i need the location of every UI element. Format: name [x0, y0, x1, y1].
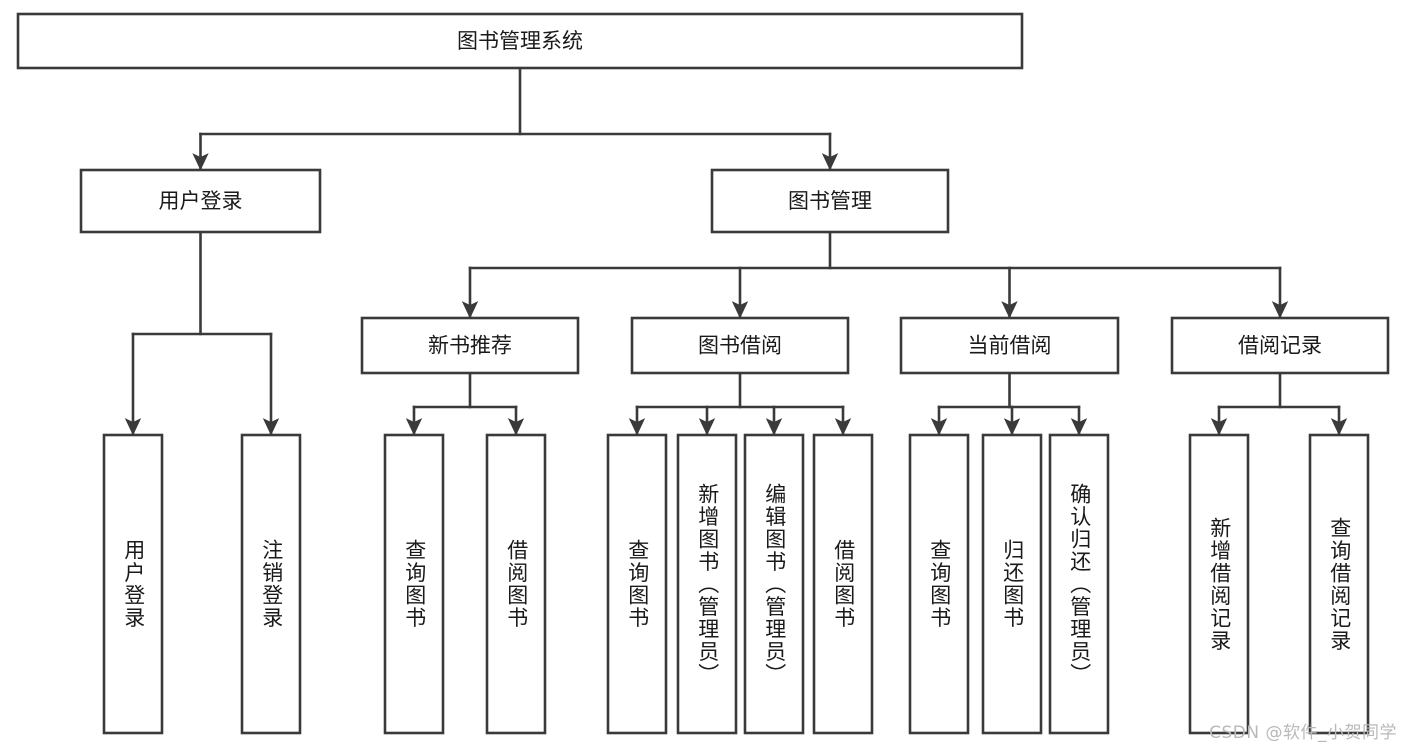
level2-node-box-1[interactable] — [710, 168, 950, 234]
level3-node-label-3: 借阅记录 — [1238, 334, 1322, 358]
level3-node-box-3[interactable] — [1170, 316, 1390, 375]
leaf-node-box-6[interactable] — [743, 433, 805, 735]
root-node-box[interactable] — [16, 12, 1024, 70]
level2-node-label-0: 用户登录 — [159, 189, 243, 213]
level2-node-box-0[interactable] — [79, 168, 322, 234]
level3-node-box-1[interactable] — [630, 316, 850, 375]
leaf-node-box-12[interactable] — [1308, 433, 1370, 735]
leaf-node-box-4[interactable] — [606, 433, 668, 735]
leaf-node-box-9[interactable] — [981, 433, 1043, 735]
level3-node-label-2: 当前借阅 — [968, 334, 1052, 358]
leaf-node-box-1[interactable] — [240, 433, 302, 735]
level3-node-box-2[interactable] — [899, 316, 1120, 375]
level3-node-label-1: 图书借阅 — [698, 334, 782, 358]
leaf-node-box-2[interactable] — [383, 433, 445, 735]
level2-node-label-1: 图书管理 — [788, 189, 872, 213]
leaf-node-box-10[interactable] — [1048, 433, 1110, 735]
leaf-node-box-8[interactable] — [908, 433, 970, 735]
leaf-node-box-7[interactable] — [812, 433, 874, 735]
level3-node-label-0: 新书推荐 — [428, 334, 512, 358]
leaf-node-box-3[interactable] — [485, 433, 547, 735]
connector-lines — [124, 66, 1348, 436]
leaf-node-box-5[interactable] — [676, 433, 738, 735]
level3-node-box-0[interactable] — [360, 316, 580, 375]
root-node-label: 图书管理系统 — [457, 29, 583, 53]
node-boxes — [16, 12, 1390, 735]
leaf-node-box-0[interactable] — [102, 433, 164, 735]
leaf-node-box-11[interactable] — [1188, 433, 1250, 735]
csdn-watermark: CSDN @软件_小贺同学 — [1209, 723, 1397, 743]
